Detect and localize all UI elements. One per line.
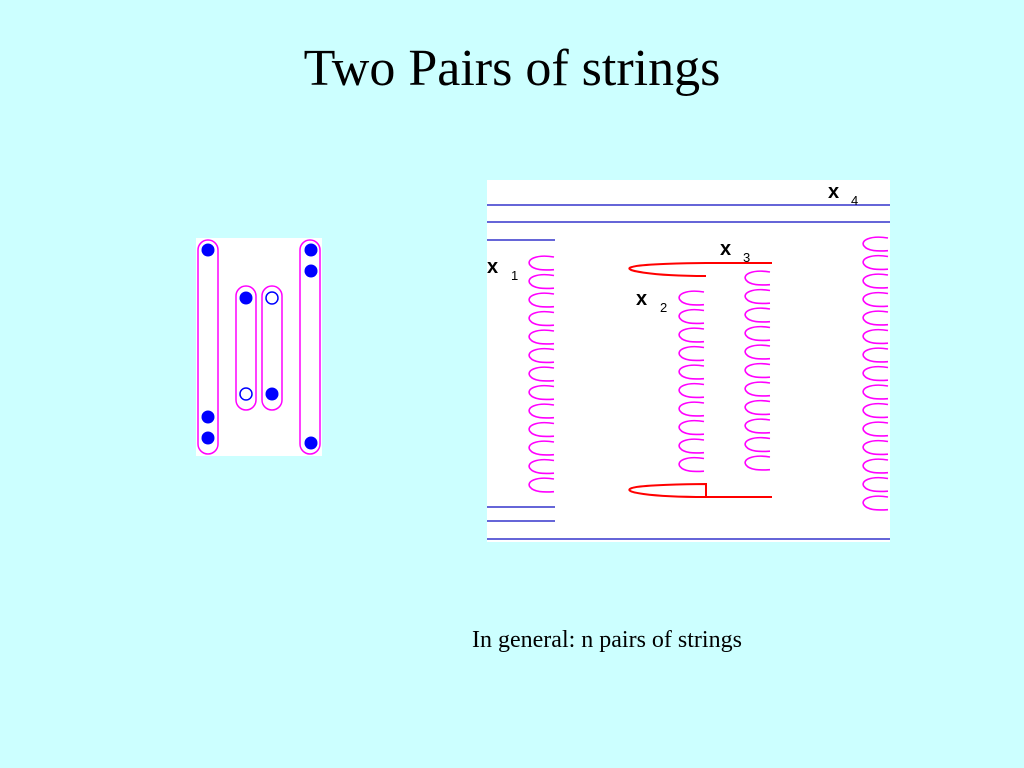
svg-text:x: x <box>720 238 731 260</box>
loop-column-x2 <box>678 290 705 473</box>
label-x2: x 2 <box>636 288 667 315</box>
coil-loop <box>862 347 889 363</box>
coil-loop <box>528 477 555 493</box>
slide-title: Two Pairs of strings <box>303 40 721 97</box>
coil-loop <box>744 344 771 360</box>
coil-loop <box>744 418 771 434</box>
outer-capsule-left <box>197 239 219 455</box>
coil-loop <box>862 476 889 493</box>
coil-loop <box>678 382 705 399</box>
inner-capsule-right <box>261 285 283 411</box>
dot-filled <box>304 264 318 278</box>
coil-loop <box>678 345 705 362</box>
coil-loop <box>744 362 771 379</box>
coil-loop <box>744 307 771 323</box>
coil-loop <box>862 291 889 308</box>
dot-hollow <box>265 291 279 305</box>
coil-loop <box>862 236 889 252</box>
label-x1: x 1 <box>487 256 518 283</box>
coil-loop <box>678 419 705 436</box>
coil-loop <box>678 308 705 325</box>
svg-text:x: x <box>828 181 839 203</box>
coil-loop <box>528 273 555 290</box>
svg-text:x: x <box>636 288 647 310</box>
coil-loop <box>528 310 555 327</box>
coil-loop <box>862 421 889 437</box>
dot-filled <box>304 436 318 450</box>
coil-loop <box>528 403 555 419</box>
coil-loop <box>862 384 889 400</box>
connector-bottom <box>628 482 772 498</box>
coil-loop <box>862 495 889 511</box>
coil-loop <box>744 288 771 305</box>
dot-filled <box>304 243 318 257</box>
coil-loop <box>678 364 705 380</box>
coil-loop <box>528 255 555 271</box>
coil-loop <box>678 438 705 454</box>
coil-loop <box>862 273 889 289</box>
coil-loop <box>528 421 555 438</box>
coil-loop <box>862 402 889 419</box>
svg-text:4: 4 <box>851 193 858 208</box>
coil-loop <box>744 270 771 286</box>
coil-loop <box>678 290 705 306</box>
svg-text:3: 3 <box>743 250 750 265</box>
coil-loop <box>528 384 555 401</box>
svg-text:2: 2 <box>660 300 667 315</box>
coil-loop <box>528 292 555 308</box>
coil-loop <box>528 366 555 382</box>
label-x3: x 3 <box>720 238 750 265</box>
coil-loop <box>862 365 889 382</box>
coil-loop <box>528 440 555 456</box>
coil-loop <box>744 325 771 342</box>
dot-filled <box>201 431 215 445</box>
coil-loop <box>744 399 771 416</box>
loop-column-x4 <box>862 236 889 511</box>
slide-caption: In general: n pairs of strings <box>472 627 742 653</box>
svg-text:x: x <box>487 256 498 278</box>
coil-loop <box>744 381 771 397</box>
coil-loop <box>528 458 555 475</box>
dot-filled <box>265 387 279 401</box>
dot-filled <box>201 243 215 257</box>
coil-loop <box>678 401 705 417</box>
coil-loop <box>862 254 889 271</box>
coil-loop <box>744 455 771 471</box>
right-diagram-panel <box>487 180 890 542</box>
dot-filled <box>239 291 253 305</box>
dot-filled <box>201 410 215 424</box>
loop-column-x3 <box>744 270 771 471</box>
inner-capsule-left <box>235 285 257 411</box>
label-x4: x 4 <box>828 181 858 208</box>
coil-loop <box>678 456 705 473</box>
coil-loop <box>862 458 889 474</box>
outer-capsule-right <box>299 239 321 455</box>
coil-loop <box>678 327 705 343</box>
coil-loop <box>528 329 555 345</box>
coil-loop <box>528 347 555 364</box>
coil-loop <box>862 328 889 345</box>
svg-text:1: 1 <box>511 268 518 283</box>
connector-top <box>628 262 772 277</box>
left-diagram-panel <box>196 238 322 456</box>
loop-column-x1 <box>528 255 555 493</box>
dot-hollow <box>239 387 253 401</box>
coil-loop <box>862 439 889 456</box>
coil-loop <box>862 310 889 326</box>
coil-loop <box>744 436 771 453</box>
